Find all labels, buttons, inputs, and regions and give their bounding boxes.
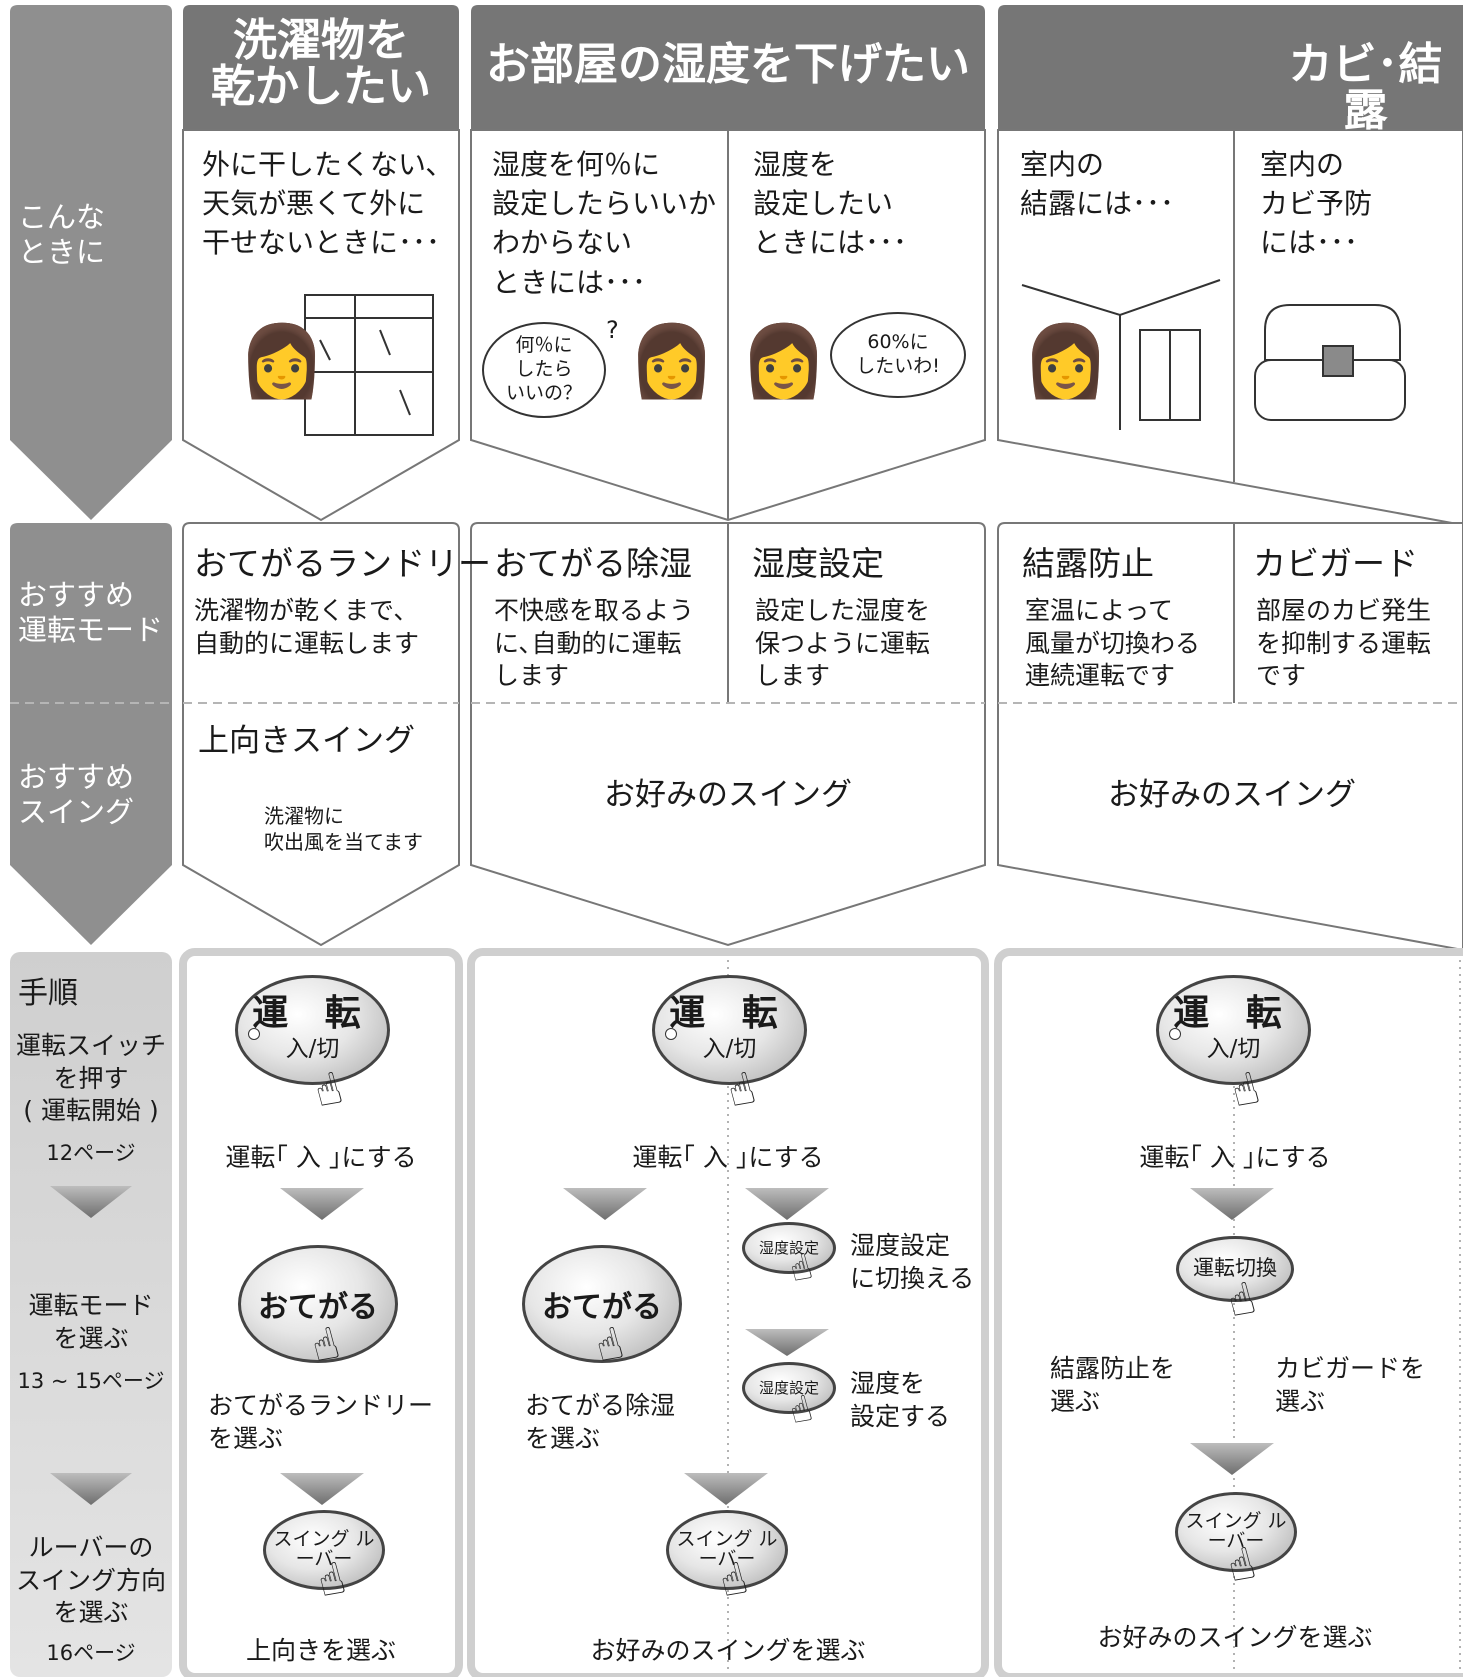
mode-moldguard-desc: 部屋のカビ発生 を抑制する運転 です <box>1256 596 1432 690</box>
situation-condensation: 室内の 結露には･･･ <box>1020 148 1175 221</box>
woman-answer-figure: 👩 <box>740 320 828 402</box>
swing-mold: お好みのスイング <box>1108 777 1356 813</box>
mode-humidity-title: 湿度設定 <box>752 544 884 583</box>
swing-louver-button-col3[interactable]: スイング ルーバー <box>1175 1492 1297 1572</box>
side-step-1: 運転スイッチ を押す ( 運転開始 ) <box>15 1031 166 1125</box>
swing-laundry-note: 洗濯物に 吹出風を当てます <box>264 804 423 854</box>
step-choose-laundry: おてがるランドリー を選ぶ <box>208 1391 434 1453</box>
swing-louver-button-col2[interactable]: スイング ルーバー <box>666 1510 788 1590</box>
side-step-arrow-1 <box>50 1186 132 1218</box>
swing-humidity: お好みのスイング <box>604 777 852 813</box>
step-choose-condensation: 結露防止を 選ぶ <box>1050 1354 1176 1416</box>
otegaru-button-col1[interactable]: おてがる <box>238 1245 398 1363</box>
header-mold: カビ･結露 <box>1288 39 1443 137</box>
side-step-1-page: 12ページ <box>46 1141 136 1165</box>
mode-switch-button[interactable]: 運転切換 <box>1176 1236 1294 1302</box>
step-choose-swing-col2: お好みのスイングを選ぶ <box>590 1636 866 1665</box>
step-choose-moldguard: カビガードを 選ぶ <box>1275 1354 1426 1416</box>
side-step-3: ルーバーの スイング方向 を選ぶ <box>15 1533 166 1627</box>
woman-question-figure: 👩 <box>628 320 716 402</box>
humidity-set-button-1[interactable]: 湿度設定 <box>742 1222 836 1274</box>
condensation-illustration <box>1021 279 1221 430</box>
row-label-situation: こんな ときに <box>18 200 106 270</box>
mode-condensation-title: 結露防止 <box>1022 544 1154 583</box>
situation-humidity-unknown: 湿度を何％に 設定したらいいか わからない ときには･･･ <box>492 148 717 299</box>
laundry-illustration <box>304 294 434 436</box>
situation-mold: 室内の カビ予防 には･･･ <box>1260 148 1373 260</box>
header-humidity: お部屋の湿度を下げたい <box>486 39 970 90</box>
woman-condensation-figure: 👩 <box>1022 320 1110 402</box>
step-power-on-col2: 運転｢ 入 ｣にする <box>632 1143 824 1172</box>
step-power-on-col1: 運転｢ 入 ｣にする <box>225 1143 417 1172</box>
header-laundry: 洗濯物を 乾かしたい <box>211 15 431 113</box>
situation-laundry: 外に干したくない､ 天気が悪くて外に 干せないときに･･･ <box>202 148 441 260</box>
mode-laundry-title: おてがるランドリー <box>194 544 491 583</box>
humidity-set-button-2[interactable]: 湿度設定 <box>742 1362 836 1414</box>
side-step-2: 運転モード を選ぶ <box>28 1291 154 1353</box>
power-button-col2[interactable]: 運 転 入/切 <box>652 975 807 1085</box>
step-set-humidity: 湿度を 設定する <box>850 1369 951 1431</box>
side-arrow-mode <box>10 523 172 945</box>
row-label-procedure: 手順 <box>18 976 78 1011</box>
swing-laundry-title: 上向きスイング <box>198 723 415 759</box>
swing-louver-button-col1[interactable]: スイング ルーバー <box>263 1510 385 1590</box>
side-procedure-panel <box>10 952 172 1677</box>
mode-moldguard-title: カビガード <box>1253 544 1418 583</box>
speech-bubble-answer: 60%に したいわ! <box>830 312 966 398</box>
woman-laundry-figure: 👩 <box>238 320 326 402</box>
otegaru-button-col2[interactable]: おてがる <box>522 1245 682 1363</box>
step-choose-dehumid: おてがる除湿 を選ぶ <box>525 1391 676 1453</box>
speech-bubble-question: 何％に したら いいの？ <box>482 322 606 418</box>
side-arrow-situation <box>10 5 172 520</box>
mode-condensation-desc: 室温によって 風量が切換わる 連続運転です <box>1025 596 1201 690</box>
step-switch-humidity: 湿度設定 に切換える <box>850 1231 975 1293</box>
row-label-mode: おすすめ 運転モード <box>18 578 164 648</box>
mode-humidity-desc: 設定した湿度を 保つように運転 します <box>755 596 931 690</box>
side-step-3-page: 16ページ <box>46 1641 136 1665</box>
step-power-on-col3: 運転｢ 入 ｣にする <box>1139 1143 1331 1172</box>
power-button-col3[interactable]: 運 転 入/切 <box>1156 975 1311 1085</box>
mode-laundry-desc: 洗濯物が乾くまで､ 自動的に運転します <box>194 596 420 658</box>
step-choose-up: 上向きを選ぶ <box>245 1636 396 1665</box>
row-label-swing: おすすめ スイング <box>18 760 135 830</box>
question-mark: ? <box>606 316 619 344</box>
step-choose-swing-col3: お好みのスイングを選ぶ <box>1097 1623 1373 1652</box>
side-step-arrow-2 <box>50 1473 132 1505</box>
mode-dehumid-desc: 不快感を取るよう に､自動的に運転 します <box>494 596 695 690</box>
mode-dehumid-title: おてがる除湿 <box>494 544 692 583</box>
side-step-2-page: 13 ~ 15ページ <box>17 1369 165 1393</box>
situation-humidity-set: 湿度を 設定したい ときには･･･ <box>753 148 908 260</box>
sofa-illustration <box>1254 304 1406 421</box>
power-button-col1[interactable]: 運 転 入/切 <box>235 975 390 1085</box>
